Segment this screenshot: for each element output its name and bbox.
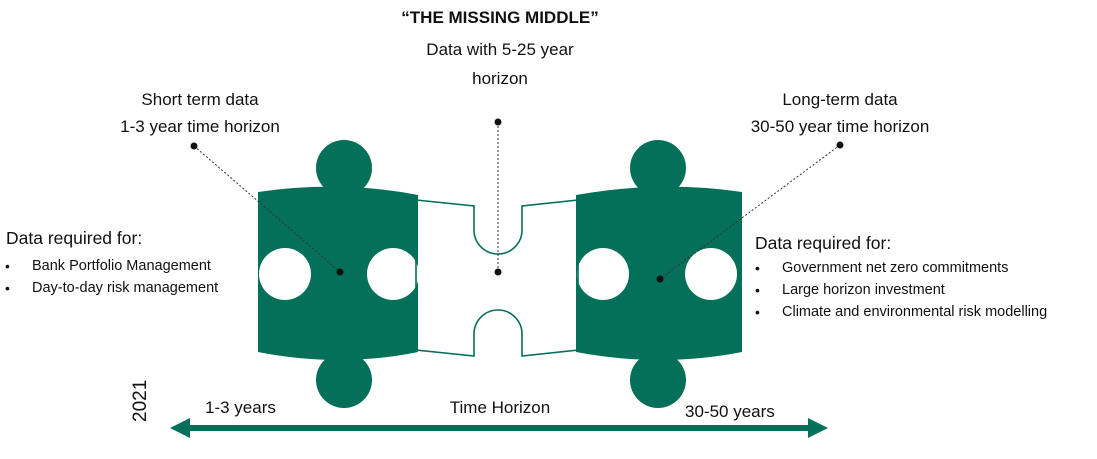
list-item: Government net zero commitments xyxy=(752,257,1047,279)
right-connector xyxy=(656,141,844,283)
short-term-required-list: Bank Portfolio Management Day-to-day ris… xyxy=(2,255,218,299)
missing-middle-subtitle-line1: Data with 5-25 year xyxy=(426,40,574,59)
time-axis-arrow xyxy=(170,418,828,438)
short-term-label-line1: Short term data xyxy=(141,90,259,109)
short-term-label-line2: 1-3 year time horizon xyxy=(120,117,280,136)
long-term-required-list: Government net zero commitments Large ho… xyxy=(752,257,1047,323)
missing-middle-title: “THE MISSING MIDDLE” xyxy=(401,8,599,27)
long-term-required-heading: Data required for: xyxy=(755,233,892,253)
axis-center-label: Time Horizon xyxy=(449,398,551,417)
middle-puzzle-piece xyxy=(415,199,579,357)
middle-connector xyxy=(494,118,502,276)
short-term-required-heading: Data required for: xyxy=(6,228,143,248)
axis-left-label: 1-3 years xyxy=(205,398,276,417)
axis-right-label: 30-50 years xyxy=(685,402,775,421)
axis-year-label: 2021 xyxy=(130,379,151,422)
list-item: Day-to-day risk management xyxy=(2,277,218,299)
long-term-label-line2: 30-50 year time horizon xyxy=(750,117,930,136)
long-term-label-line1: Long-term data xyxy=(782,90,898,109)
right-puzzle-piece xyxy=(576,140,742,408)
list-item: Climate and environmental risk modelling xyxy=(752,301,1047,323)
list-item: Large horizon investment xyxy=(752,279,1047,301)
missing-middle-subtitle-line2: horizon xyxy=(472,69,528,88)
list-item: Bank Portfolio Management xyxy=(2,255,218,277)
left-connector xyxy=(190,142,344,276)
